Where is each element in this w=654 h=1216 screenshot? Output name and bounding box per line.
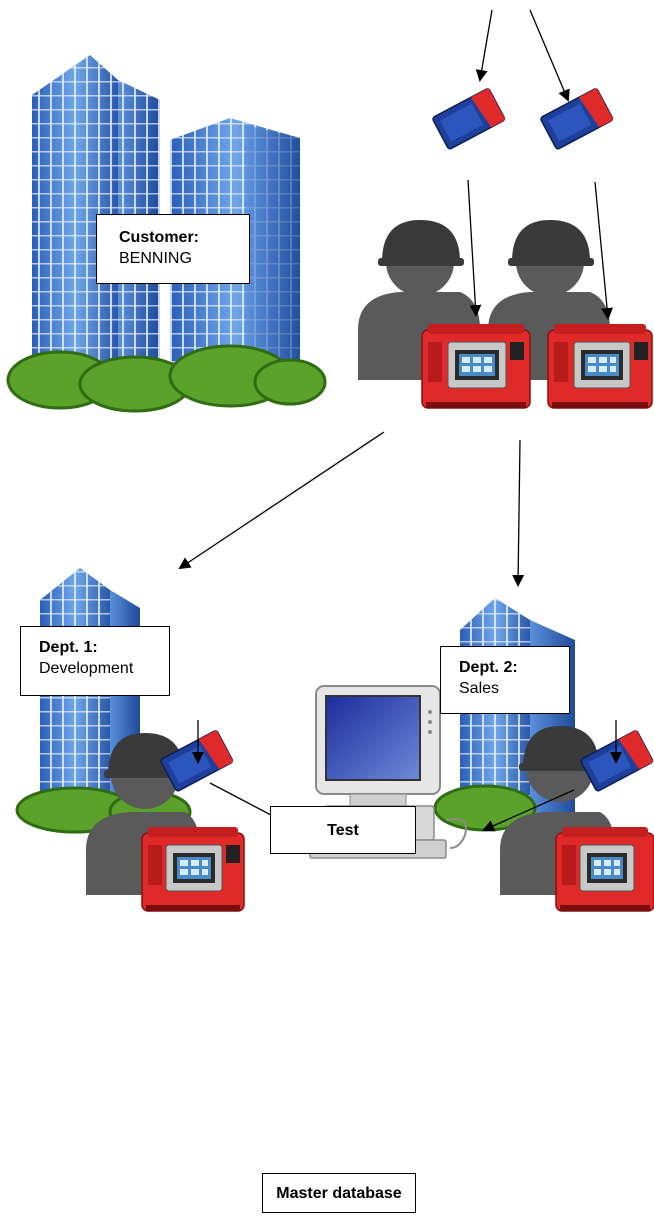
dept2-title: Dept. 2:	[459, 659, 518, 676]
tester-device-icon	[555, 827, 654, 912]
dept2-name: Sales	[459, 680, 500, 697]
customer-title: Customer:	[119, 229, 200, 246]
tester-device-icon	[421, 324, 531, 409]
memory-card-icon	[540, 87, 614, 150]
tester-device-icon	[141, 827, 245, 912]
bush-icon	[6, 344, 327, 413]
tester-device-icon	[547, 324, 653, 409]
dept1-label: Dept. 1: Development	[20, 626, 170, 696]
dept1-name: Development	[39, 660, 134, 677]
dept1-title: Dept. 1:	[39, 639, 98, 656]
master-database-label: Master database	[262, 1173, 416, 1213]
customer-name: BENNING	[119, 250, 192, 267]
dept2-label: Dept. 2: Sales	[440, 646, 570, 714]
memory-card-icon	[432, 87, 506, 150]
test-label: Test	[270, 806, 416, 854]
customer-label: Customer: BENNING	[96, 214, 250, 284]
